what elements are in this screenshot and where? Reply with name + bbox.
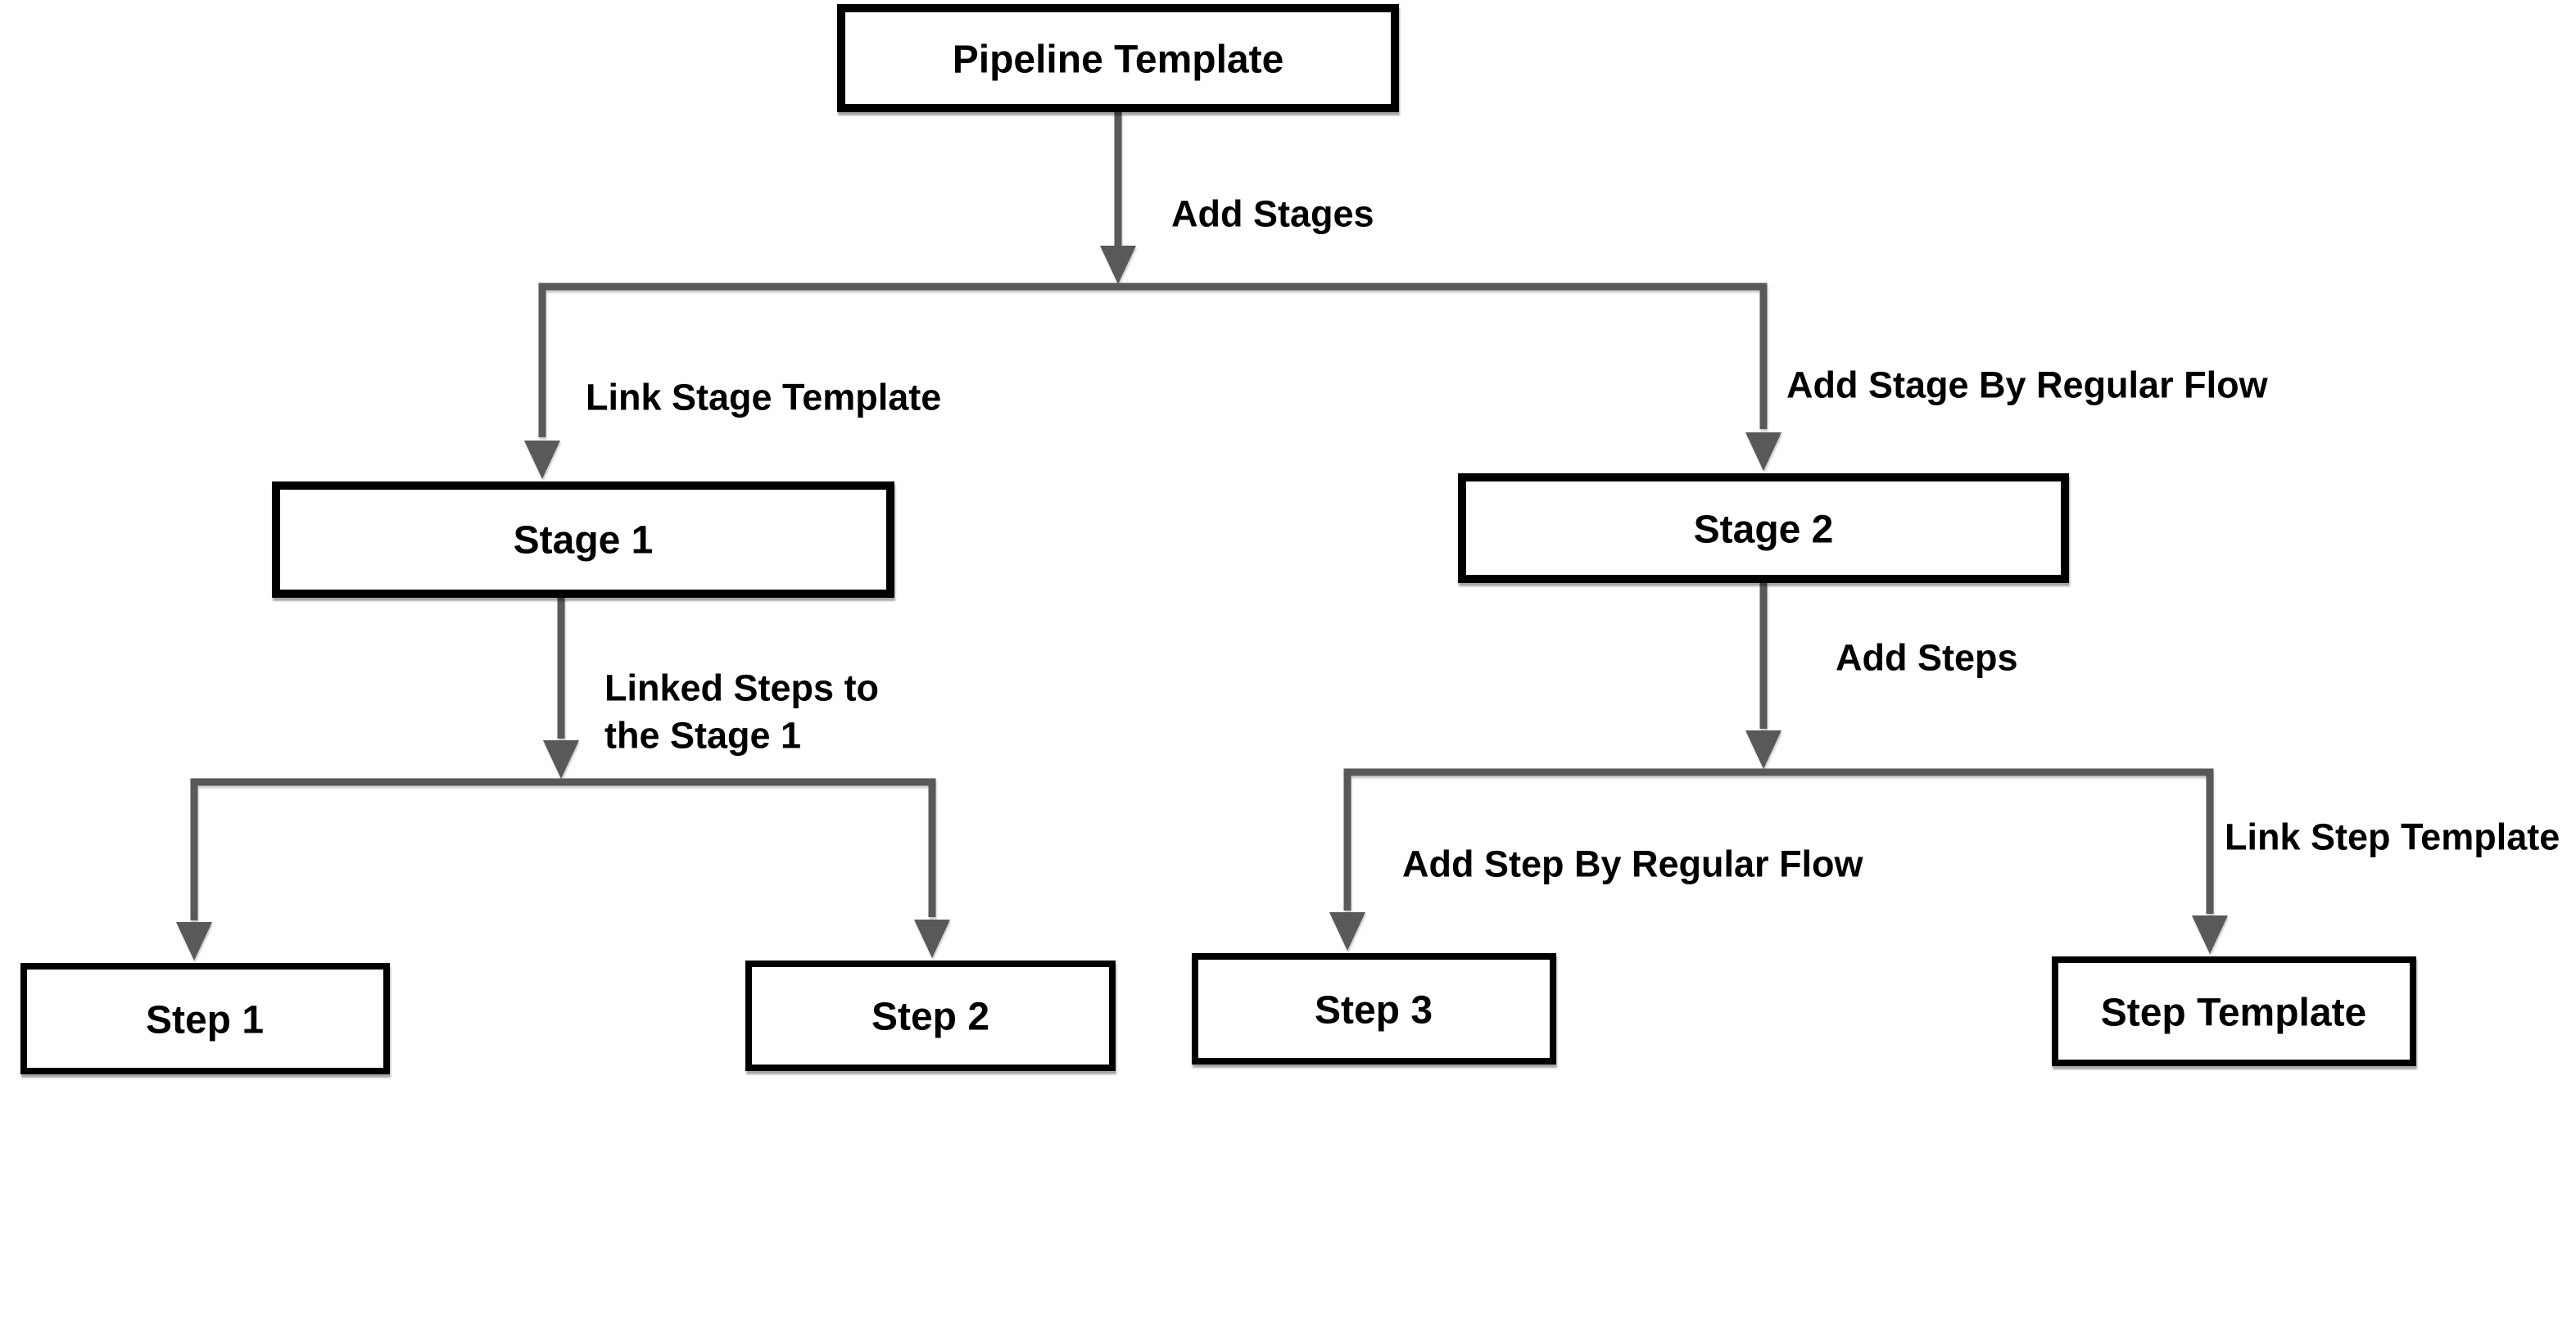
edge-stage-1-to-steps [543,598,579,779]
node-pipeline-template: Pipeline Template [837,4,1399,112]
edge-branch-to-step-3 [1329,768,1763,951]
arrow-down-icon [524,441,560,479]
edge-branch-to-stage-1-line [538,283,1118,437]
node-stage-1-label: Stage 1 [514,519,654,563]
node-step-3: Step 3 [1192,953,1556,1065]
node-stage-1-box [272,481,894,598]
edge-label-linked-steps-line-2: the Stage 1 [604,715,801,757]
node-stage-1: Stage 1 [272,481,894,598]
edge-label-add-stage-by-regular-flow: Add Stage By Regular Flow [1786,364,2269,406]
node-step-template: Step Template [2052,956,2416,1066]
edge-branch-to-stage-2 [1118,283,1781,471]
node-stage-2-label: Stage 2 [1694,509,1834,552]
edge-branch-to-step-2 [561,778,950,958]
edge-label-add-stages: Add Stages [1171,193,1374,235]
edge-label-linked-steps-line-1: Linked Steps to [604,667,879,709]
node-stage-2-box [1458,473,2069,583]
arrow-down-icon [1100,246,1136,284]
node-pipeline-template-box [837,4,1399,112]
arrow-down-icon [1745,432,1781,471]
edge-branch-to-step-2-line [561,778,936,917]
node-step-3-label: Step 3 [1315,989,1433,1033]
arrow-down-icon [176,922,212,961]
edge-branch-to-step-template [1763,768,2228,954]
node-step-1: Step 1 [20,963,390,1074]
arrow-down-icon [543,740,579,779]
edge-branch-to-step-template-line [1763,768,2214,914]
edge-pipeline-to-stages [1100,112,1136,284]
edge-label-add-steps: Add Steps [1836,637,2018,679]
edge-branch-to-step-3-line [1343,768,1763,911]
arrow-down-icon [1329,912,1365,951]
node-step-2-label: Step 2 [871,996,989,1039]
edge-label-add-step-by-regular-flow: Add Step By Regular Flow [1402,843,1864,885]
connectors [176,112,2228,961]
edge-branch-to-stage-1 [524,283,1118,479]
edge-branch-to-step-1-line [190,778,561,920]
edge-stage-2-to-steps [1745,583,1781,769]
node-stage-2: Stage 2 [1458,473,2069,583]
arrow-down-icon [1745,730,1781,769]
arrow-down-icon [2192,915,2228,954]
node-pipeline-template-label: Pipeline Template [953,38,1284,82]
node-step-1-box [20,963,390,1074]
node-step-2: Step 2 [745,961,1116,1071]
node-step-1-label: Step 1 [146,999,264,1042]
edge-branch-to-stage-2-line [1118,283,1768,429]
edge-label-link-stage-template: Link Stage Template [586,377,941,418]
edge-branch-to-step-1 [176,778,561,961]
node-step-template-label: Step Template [2101,992,2367,1035]
node-step-2-box [745,961,1116,1071]
edge-label-link-step-template: Link Step Template [2225,816,2560,858]
node-step-3-box [1192,953,1556,1065]
arrow-down-icon [914,920,950,958]
node-step-template-box [2052,956,2416,1066]
